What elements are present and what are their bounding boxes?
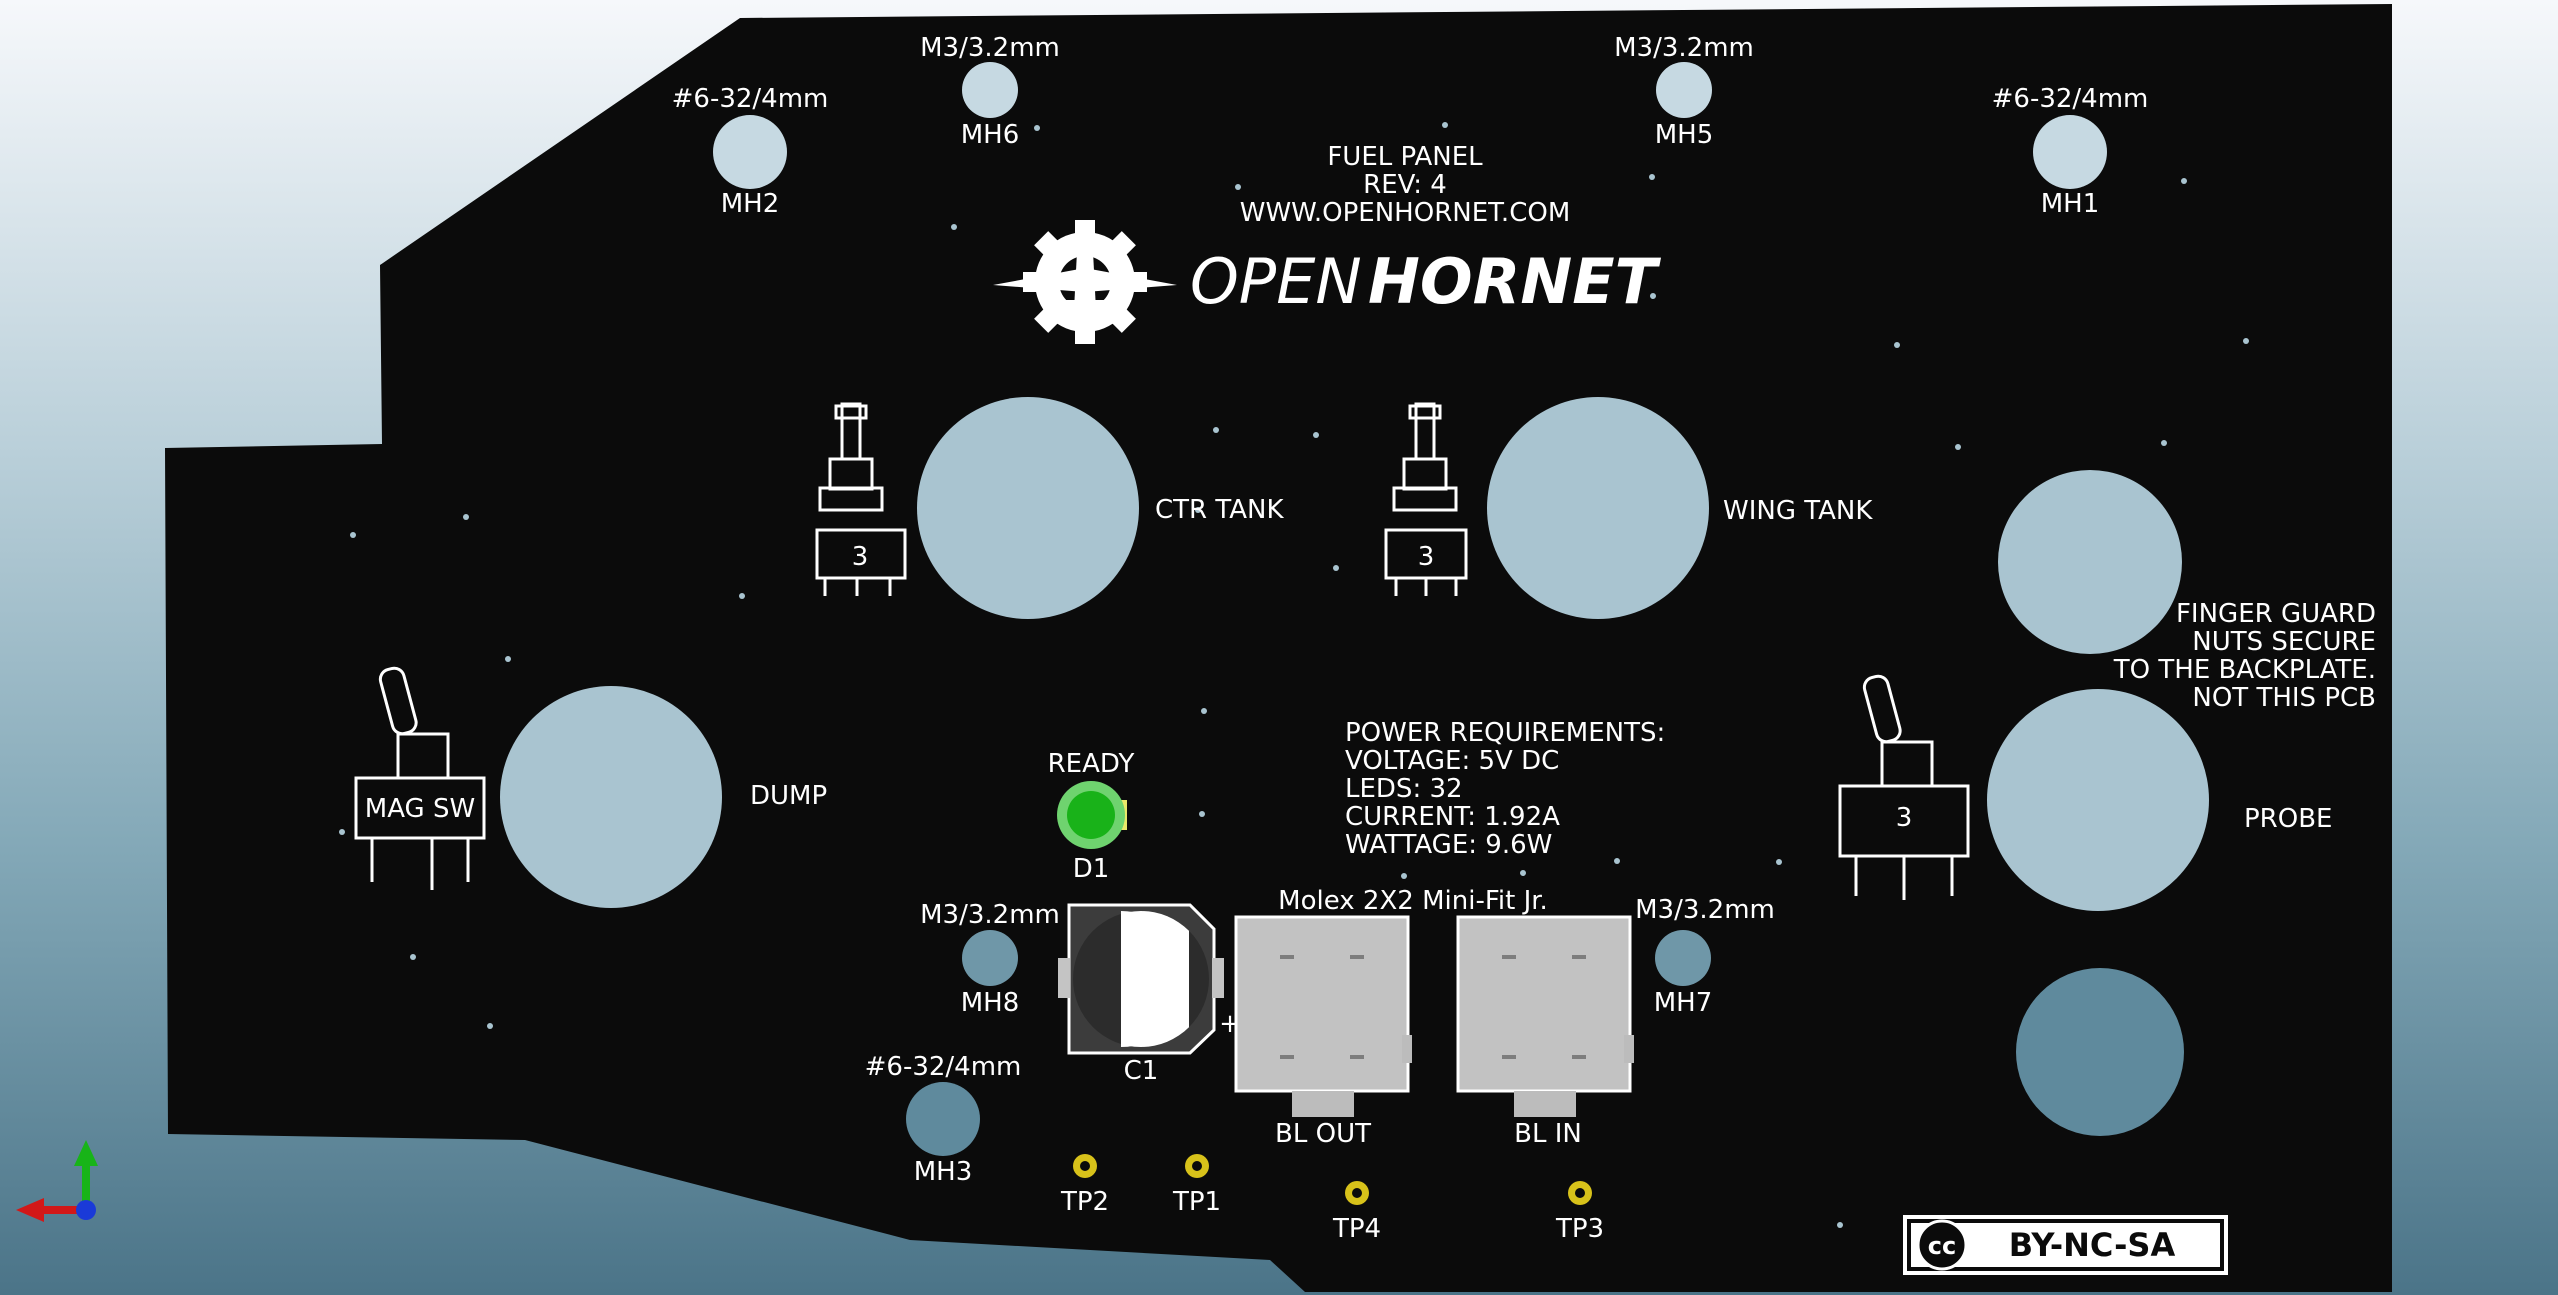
power-requirements: POWER REQUIREMENTS: VOLTAGE: 5V DC LEDS:… (1345, 718, 1665, 860)
mh6-size: M3/3.2mm (920, 33, 1060, 63)
finger-guard-note: FINGER GUARD NUTS SECURE TO THE BACKPLAT… (2113, 599, 2376, 713)
logo-hornet: HORNET (1368, 245, 1662, 318)
mh2-ref: MH2 (721, 189, 780, 219)
dump-label: DUMP (750, 781, 827, 811)
license-badge: cc BY-NC-SA (1903, 1215, 2228, 1275)
ctr-tank-label: CTR TANK (1155, 495, 1284, 525)
mh6-hole (962, 62, 1018, 118)
tp1-label: TP1 (1172, 1187, 1221, 1217)
tp2-label: TP2 (1060, 1187, 1109, 1217)
mh2-size: #6-32/4mm (672, 84, 829, 114)
mh8-ref: MH8 (961, 988, 1020, 1018)
board-revision: REV: 4 (1363, 170, 1447, 200)
bl-in-label: BL IN (1514, 1119, 1582, 1149)
tp3-label: TP3 (1555, 1214, 1604, 1244)
mh8-hole (962, 930, 1018, 986)
vias (339, 122, 2249, 1228)
mh5-ref: MH5 (1655, 120, 1714, 150)
probe-hole (1987, 689, 2209, 911)
probe-label: PROBE (2244, 804, 2332, 834)
mh3-size: #6-32/4mm (865, 1052, 1022, 1082)
mh1-hole (2033, 115, 2107, 189)
mh5-hole (1656, 62, 1712, 118)
openhornet-logo: OPEN HORNET (993, 220, 1662, 344)
pcb-board (165, 4, 2392, 1292)
wing-tank-hole (1487, 397, 1709, 619)
mh7-size: M3/3.2mm (1635, 895, 1775, 925)
svg-text:LEDS: 32: LEDS: 32 (1345, 774, 1463, 804)
capacitor-c1: + C1 (1058, 903, 1241, 1086)
mh3-hole (906, 1082, 980, 1156)
mh1-size: #6-32/4mm (1992, 84, 2149, 114)
dump-hole (500, 686, 722, 908)
xyz-axes-icon (16, 1140, 98, 1222)
svg-text:POWER REQUIREMENTS:: POWER REQUIREMENTS: (1345, 718, 1665, 748)
mag-sw-label: MAG SW (365, 794, 475, 824)
logo-open: OPEN (1190, 245, 1362, 318)
jet-icon (993, 232, 1177, 318)
ctr-tank-switch-num: 3 (852, 542, 869, 572)
mounting-hole-labels: #6-32/4mm MH1 #6-32/4mm MH2 #6-32/4mm MH… (672, 33, 2149, 1187)
led-label: READY (1048, 749, 1135, 779)
svg-text:NOT THIS PCB: NOT THIS PCB (2192, 683, 2376, 713)
wing-tank-switch: 3 (1384, 402, 1468, 596)
mh6-ref: MH6 (961, 120, 1020, 150)
mh8-size: M3/3.2mm (920, 900, 1060, 930)
board-website: WWW.OPENHORNET.COM (1240, 198, 1571, 228)
cutouts (500, 397, 2209, 1136)
tp4-label: TP4 (1332, 1214, 1381, 1244)
bl-out-label: BL OUT (1275, 1119, 1371, 1149)
guard-hole-upper (1998, 470, 2182, 654)
mh7-ref: MH7 (1654, 988, 1713, 1018)
svg-text:FINGER GUARD: FINGER GUARD (2176, 599, 2376, 629)
cc-text: cc (1928, 1232, 1956, 1260)
svg-text:VOLTAGE: 5V DC: VOLTAGE: 5V DC (1345, 746, 1559, 776)
svg-text:NUTS SECURE: NUTS SECURE (2192, 627, 2376, 657)
board-title: FUEL PANEL (1327, 142, 1483, 172)
wing-tank-label: WING TANK (1723, 496, 1873, 526)
svg-text:CURRENT: 1.92A: CURRENT: 1.92A (1345, 802, 1560, 832)
svg-text:WATTAGE: 9.6W: WATTAGE: 9.6W (1345, 830, 1552, 860)
bl-in-connector: BL IN (1456, 915, 1634, 1149)
mh7-hole (1655, 930, 1711, 986)
guard-hole-lower (2016, 968, 2184, 1136)
svg-text:TO THE BACKPLATE.: TO THE BACKPLATE. (2113, 655, 2376, 685)
mh3-ref: MH3 (914, 1157, 973, 1187)
wing-tank-switch-num: 3 (1418, 542, 1435, 572)
mh5-size: M3/3.2mm (1614, 33, 1754, 63)
led-ref: D1 (1073, 854, 1110, 884)
mh2-hole (713, 115, 787, 189)
probe-switch-num: 3 (1896, 803, 1913, 833)
cap-ref: C1 (1124, 1056, 1159, 1086)
ctr-tank-hole (917, 397, 1139, 619)
mag-switch: MAG SW (354, 666, 486, 890)
cc-icon (1916, 1219, 1968, 1271)
license-text: BY-NC-SA (2009, 1226, 2176, 1264)
test-points: TP1 TP2 TP3 TP4 (1060, 1154, 1604, 1244)
ctr-tank-switch: 3 (815, 402, 907, 596)
mh1-ref: MH1 (2041, 189, 2100, 219)
bl-out-connector: BL OUT (1234, 915, 1412, 1149)
connector-header-label: Molex 2X2 Mini-Fit Jr. (1278, 886, 1548, 916)
probe-switch: 3 (1838, 674, 1970, 900)
mounting-holes (713, 62, 2107, 1156)
